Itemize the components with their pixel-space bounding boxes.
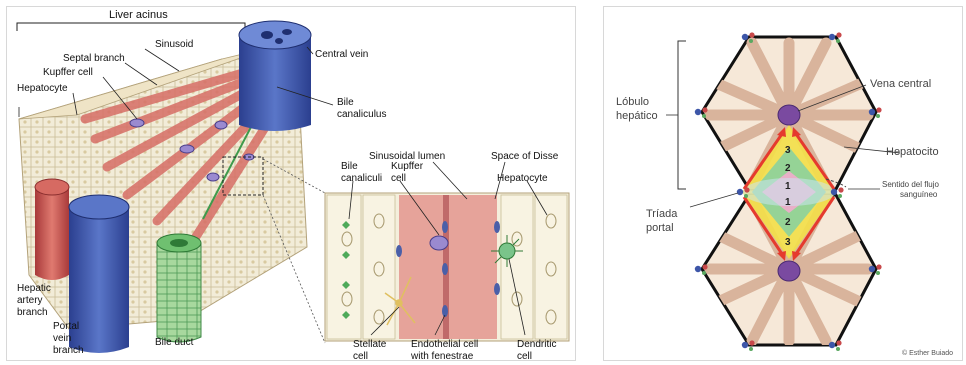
space-of-disse-label: Space of Disse <box>491 151 559 162</box>
liver-acinus-diagram-panel: Liver acinus <box>6 6 576 361</box>
endothelial-cell-label-2: with fenestrae <box>410 351 474 360</box>
liver-acinus-bracket: Liver acinus <box>17 9 245 31</box>
hepatocito-label: Hepatocito <box>886 146 939 158</box>
sentido-flujo-label-2: sanguíneo <box>900 190 938 199</box>
hepatic-artery-branch <box>35 179 69 280</box>
bile-canaliculus-label-1: Bile <box>337 97 354 108</box>
dendritic-cell-label-2: cell <box>517 351 532 360</box>
stellate-cell-label-2: cell <box>353 351 368 360</box>
hepatic-artery-label-1: Hepatic <box>17 283 51 294</box>
lower-zone-1-label: 1 <box>785 197 791 208</box>
lobule-bracket <box>678 41 686 189</box>
septal-branch-label: Septal branch <box>63 53 125 64</box>
lower-central-vein <box>778 261 800 281</box>
upper-zone-3-label: 3 <box>785 145 791 156</box>
portal-vein-label-3: branch <box>53 345 84 356</box>
vena-central-label: Vena central <box>870 78 931 90</box>
bile-canaliculus-label-2: canaliculus <box>337 109 386 120</box>
inset-kupffer-label-1: Kupffer <box>391 161 424 172</box>
inset-kupffer-label-2: cell <box>391 173 406 184</box>
central-vein <box>239 21 311 131</box>
sentido-flujo-label-1: Sentido del flujo <box>882 180 939 189</box>
inset-hepatocyte-label: Hepatocyte <box>497 173 548 184</box>
hepatic-lobule-illustration: 3 2 1 1 2 3 <box>604 7 962 360</box>
sinusoid-label: Sinusoid <box>155 39 193 50</box>
inset-sinusoid-lumen-left <box>399 195 445 339</box>
lower-zone-2-label: 2 <box>785 217 791 228</box>
kupffer-cell-label: Kupffer cell <box>43 67 93 78</box>
lower-zone-3-label: 3 <box>785 237 791 248</box>
upper-central-vein <box>778 105 800 125</box>
lobulo-label-1: Lóbulo <box>616 96 649 108</box>
credit-label: © Esther Buiado <box>902 349 953 357</box>
stellate-cell-label-1: Stellate <box>353 339 387 350</box>
inset-kupffer-cell <box>430 236 448 250</box>
hepatic-artery-label-3: branch <box>17 307 48 318</box>
triada-portal-label-1: Tríada <box>646 208 678 220</box>
liver-acinus-illustration: Liver acinus <box>7 7 575 360</box>
portal-vein-label-1: Portal <box>53 321 79 332</box>
bile-canaliculi-label-2: canaliculi <box>341 173 382 184</box>
bile-canaliculi-label-1: Bile <box>341 161 358 172</box>
hepatic-artery-label-2: artery <box>17 295 43 306</box>
portal-vein-label-2: vein <box>53 333 71 344</box>
endothelial-cell-label-1: Endothelial cell <box>411 339 478 350</box>
central-vein-label: Central vein <box>315 49 368 60</box>
bile-duct <box>157 234 201 342</box>
hepatic-lobule-diagram-panel: 3 2 1 1 2 3 <box>603 6 963 361</box>
triada-portal-label-2: portal <box>646 222 674 234</box>
lobulo-label-2: hepático <box>616 110 658 122</box>
liver-acinus-label: Liver acinus <box>109 9 168 21</box>
inset-sinusoid-lumen-right <box>447 195 497 339</box>
bile-duct-label: Bile duct <box>155 337 194 348</box>
upper-zone-1-label: 1 <box>785 181 791 192</box>
hepatocyte-label: Hepatocyte <box>17 83 68 94</box>
dendritic-cell-label-1: Dendritic <box>517 339 556 350</box>
sinusoid-inset <box>325 193 569 341</box>
upper-zone-2-label: 2 <box>785 163 791 174</box>
